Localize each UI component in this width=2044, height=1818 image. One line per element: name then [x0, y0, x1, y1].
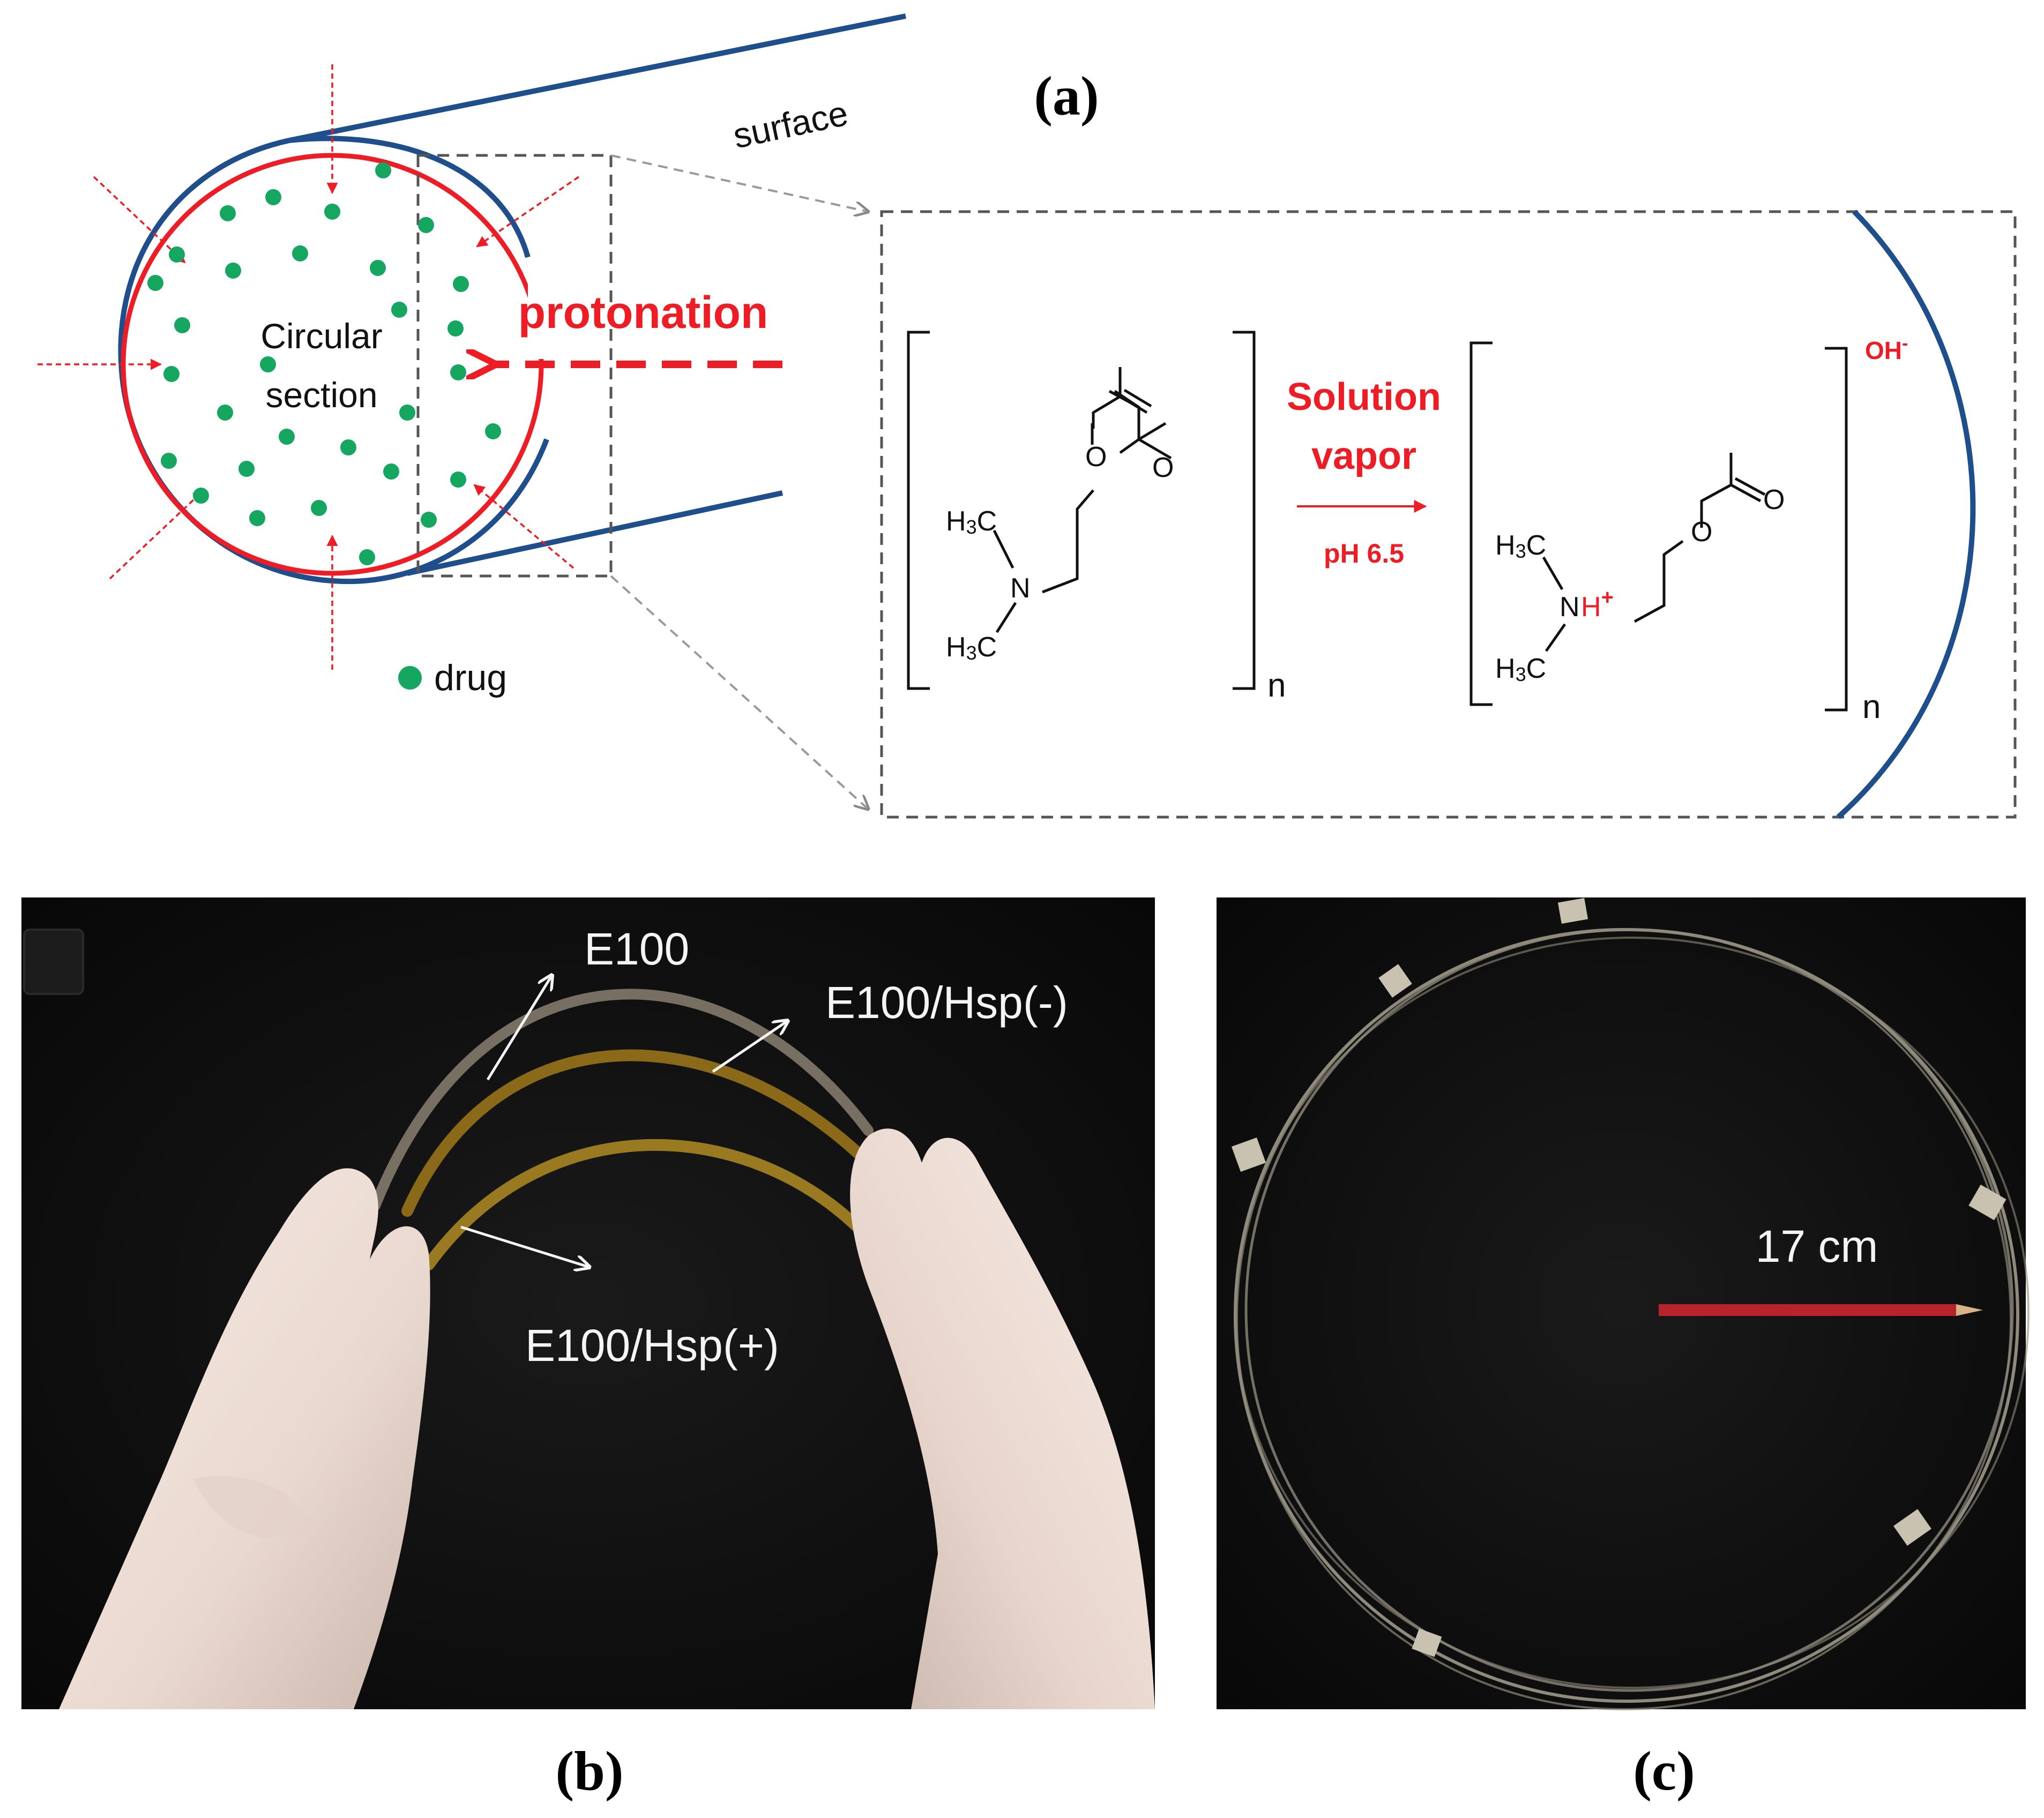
product-repeat-n: n [1862, 689, 1881, 725]
photo-c-coiled-filament [1234, 928, 2030, 1710]
condition-ph: pH 6.5 [1324, 538, 1404, 568]
panel-label-c: (c) [1633, 1740, 1695, 1802]
zoom-box-large [880, 210, 2017, 819]
panel-label-a: (a) [1034, 65, 1099, 127]
filament-hsp-minus [401, 1049, 874, 1217]
surface-label: surface [729, 93, 851, 155]
arrow-bottom-right [473, 484, 575, 569]
reactant-bracket-left [907, 331, 930, 690]
panel-label-b: (b) [555, 1740, 623, 1802]
condition-line2: vapor [1311, 435, 1416, 477]
arrow-top-right [476, 176, 579, 248]
legend-drug-label: drug [434, 657, 507, 698]
product-carbonyl-oxygen: O [1763, 484, 1785, 515]
label-e100-hsp-plus: E100/Hsp(+) [525, 1320, 779, 1371]
scale-label: 17 cm [1756, 1221, 1878, 1271]
photo-b-annotations: E100 E100/Hsp(-) E100/Hsp(+) [460, 924, 1068, 1371]
zoom-guides [610, 154, 868, 809]
left-glove [59, 1168, 430, 1709]
reaction-scheme: n H3C H3C N O O Solut [907, 331, 1908, 725]
legend-drug-dot [398, 666, 422, 690]
protonation-label: protonation [518, 287, 769, 338]
condition-line1: Solution [1287, 376, 1441, 418]
surface-line-bottom [406, 490, 784, 576]
reactant-nitrogen: N [1010, 573, 1031, 604]
zoom-surface-arc [1836, 210, 1976, 819]
photo-b-tablet-corner [23, 929, 84, 995]
panel-c: 17 cm (c) [1217, 897, 2030, 1802]
circular-label-line1: Circular [260, 316, 382, 356]
reactant-repeat-n: n [1267, 667, 1286, 704]
arrow-bottom-left [109, 489, 205, 580]
surface-line-top [289, 13, 906, 143]
filament-hsp-plus [423, 1139, 863, 1270]
product-proton: H+ [1581, 586, 1614, 623]
fiber-surface-lines [118, 13, 906, 585]
product-bonds [1542, 453, 1766, 652]
product-ester-oxygen: O [1691, 517, 1712, 548]
right-glove [850, 1128, 1155, 1709]
counter-ion: OH- [1865, 333, 1908, 364]
label-e100: E100 [584, 924, 689, 974]
product-h3c-top: H3C [1495, 530, 1546, 562]
reactant-ester-oxygen: O [1085, 442, 1107, 473]
circle-gap [528, 279, 555, 359]
product-nitrogen: N [1560, 592, 1580, 623]
panel-b: E100 E100/Hsp(-) E100/Hsp(+) (b) [21, 897, 1155, 1802]
scale-pencil-tip [1956, 1304, 1983, 1316]
product-bracket-left [1469, 341, 1493, 706]
filament-e100 [370, 989, 874, 1211]
reactant-ester-bond [1092, 395, 1121, 429]
product-h3c-bottom: H3C [1495, 653, 1546, 685]
drug-dots [147, 162, 501, 565]
panel-a: (a) [38, 13, 2017, 819]
surface-arc-top-right [289, 136, 531, 258]
reactant-h3c-bottom: H3C [946, 632, 997, 664]
circular-label-line2: section [265, 375, 377, 415]
arrow-top-left [93, 176, 186, 264]
photo-c-tape-pieces [1231, 897, 2006, 1657]
reactant-h3c-top: H3C [946, 506, 997, 538]
product-bracket-right [1825, 347, 1848, 712]
reactant-carbonyl-oxygen: O [1152, 452, 1174, 483]
zoom-box-small [416, 154, 613, 578]
label-e100-hsp-minus: E100/Hsp(-) [825, 977, 1068, 1028]
reactant-bracket-right [1233, 331, 1256, 690]
photo-b-filaments [370, 989, 874, 1270]
diffusion-arrows [38, 64, 579, 670]
